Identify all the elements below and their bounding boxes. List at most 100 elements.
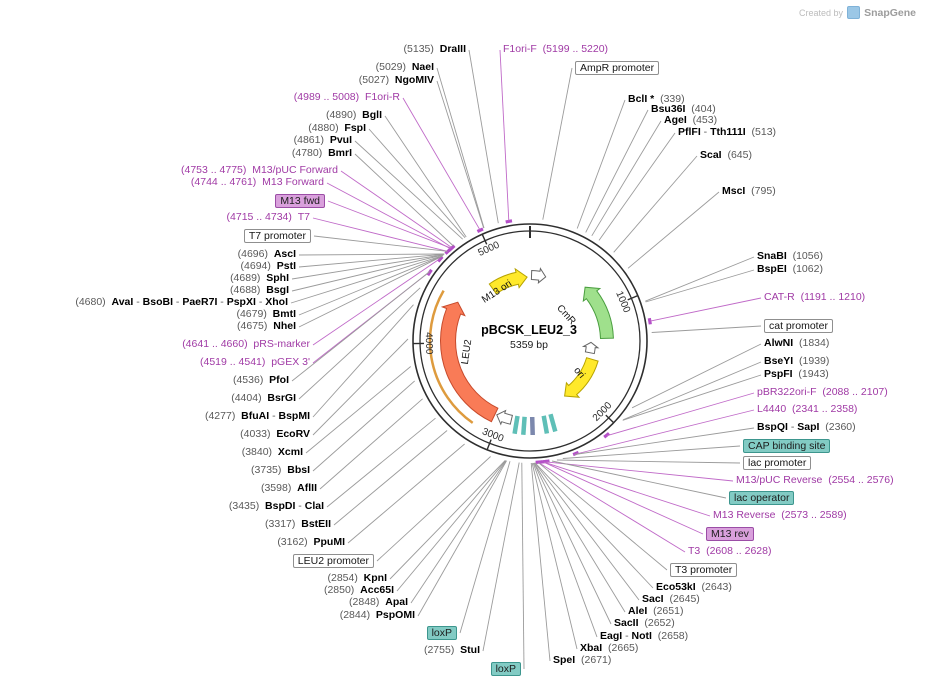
map-label-scai[interactable]: ScaI (645) <box>700 149 752 162</box>
map-label-alei[interactable]: AleI (2651) <box>628 605 683 618</box>
map-label-snabi[interactable]: SnaBI (1056) <box>757 250 823 263</box>
map-label-acc65i[interactable]: (2850) Acc65I <box>324 584 394 597</box>
map-label-cat-r[interactable]: CAT-R (1191 .. 1210) <box>764 291 865 304</box>
feature-arrow-leu2[interactable] <box>440 301 499 423</box>
map-label-apai[interactable]: (2848) ApaI <box>349 596 408 609</box>
map-label-m13-puc-forward[interactable]: (4753 .. 4775) M13/pUC Forward <box>181 164 338 177</box>
feature-arrow-m13-ori[interactable] <box>488 267 528 295</box>
feature-arrow-cat-promoter[interactable] <box>581 341 600 355</box>
map-label-spei[interactable]: SpeI (2671) <box>553 654 611 667</box>
site-mark-loxp-site-1[interactable] <box>521 416 527 435</box>
map-label-saci[interactable]: SacI (2645) <box>642 593 700 606</box>
map-label-bsu36i[interactable]: Bsu36I (404) <box>651 103 716 116</box>
map-label-fspi[interactable]: (4880) FspI <box>308 122 366 135</box>
map-label-f1ori-f[interactable]: F1ori-F (5199 .. 5220) <box>503 43 608 56</box>
map-label-pspfi[interactable]: PspFI (1943) <box>764 368 829 381</box>
map-label-bmti[interactable]: (4679) BmtI <box>236 308 296 321</box>
map-label-bspqi-sapi[interactable]: BspQI - SapI (2360) <box>757 421 856 434</box>
map-label-pvui[interactable]: (4861) PvuI <box>294 134 352 147</box>
map-label-l4440[interactable]: L4440 (2341 .. 2358) <box>757 403 857 416</box>
primer-mark-pbr322ori-f[interactable] <box>603 432 611 439</box>
map-label-avai-bsobi-paer7i-pspxi-xhoi[interactable]: (4680) AvaI - BsoBI - PaeR7I - PspXI - X… <box>75 296 288 309</box>
map-label-ecorv[interactable]: (4033) EcoRV <box>240 428 310 441</box>
map-label-psti[interactable]: (4694) PstI <box>241 260 296 273</box>
map-label-m13-reverse[interactable]: M13 Reverse (2573 .. 2589) <box>713 509 847 522</box>
map-label-cat-promoter[interactable]: cat promoter <box>764 319 833 333</box>
map-label-m13-rev[interactable]: M13 rev <box>706 527 754 541</box>
map-label-draiii[interactable]: (5135) DraIII <box>404 43 466 56</box>
primer-mark-cat-r[interactable] <box>647 317 652 325</box>
map-label-bbsi[interactable]: (3735) BbsI <box>251 464 310 477</box>
map-label-loxp[interactable]: loxP <box>426 626 457 640</box>
map-label-lac-promoter[interactable]: lac promoter <box>743 456 812 470</box>
map-label-prs-marker[interactable]: (4641 .. 4660) pRS-marker <box>182 338 310 351</box>
site-mark-lac-operator[interactable] <box>541 415 550 434</box>
map-label-alwni[interactable]: AlwNI (1834) <box>764 337 829 350</box>
feature-arrow-cmr[interactable] <box>582 286 614 340</box>
map-label-xcmi[interactable]: (3840) XcmI <box>242 446 303 459</box>
primer-mark-f1ori-r[interactable] <box>476 227 484 233</box>
label-pos: (4519 .. 4541) <box>200 356 272 368</box>
map-label-asci[interactable]: (4696) AscI <box>238 248 296 261</box>
map-label-t7-promoter[interactable]: T7 promoter <box>243 229 311 243</box>
map-label-m13-fwd[interactable]: M13 fwd <box>275 194 325 208</box>
map-label-m13-puc-reverse[interactable]: M13/pUC Reverse (2554 .. 2576) <box>736 474 894 487</box>
feature-arrow-leu2-promoter[interactable] <box>496 409 514 426</box>
feature-label-m13-ori[interactable]: M13 ori <box>480 278 514 306</box>
feature-arrow-ampr-promoter[interactable] <box>530 267 547 284</box>
map-label-bspei[interactable]: BspEI (1062) <box>757 263 823 276</box>
map-label-t7[interactable]: (4715 .. 4734) T7 <box>227 211 310 224</box>
map-label-agei[interactable]: AgeI (453) <box>664 114 717 127</box>
map-label-eagi-noti[interactable]: EagI - NotI (2658) <box>600 630 688 643</box>
map-label-eco53ki[interactable]: Eco53kI (2643) <box>656 581 732 594</box>
feature-arc-leu2-orf[interactable] <box>428 289 474 424</box>
map-label-ampr-promoter[interactable]: AmpR promoter <box>575 61 660 75</box>
site-mark-mcs[interactable] <box>529 416 535 436</box>
map-label-nhei[interactable]: (4675) NheI <box>237 320 296 333</box>
primer-mark-f1ori-f[interactable] <box>505 219 513 224</box>
map-label-pgex-3[interactable]: (4519 .. 4541) pGEX 3' <box>200 356 310 369</box>
map-label-lac-operator[interactable]: lac operator <box>729 491 795 505</box>
site-mark-cap-binding-site[interactable] <box>548 413 558 433</box>
map-label-cap-binding-site[interactable]: CAP binding site <box>743 439 831 453</box>
map-label-t3-promoter[interactable]: T3 promoter <box>670 563 738 577</box>
map-label-kpni[interactable]: (2854) KpnI <box>327 572 387 585</box>
feature-arrow-ori[interactable] <box>564 357 599 398</box>
map-label-pfoi[interactable]: (4536) PfoI <box>233 374 289 387</box>
primer-mark-l4440[interactable] <box>572 450 580 457</box>
map-label-xbai[interactable]: XbaI (2665) <box>580 642 638 655</box>
map-label-aflii[interactable]: (3598) AflII <box>261 482 317 495</box>
primer-mark-prs-marker[interactable] <box>436 255 444 263</box>
feature-label-ori[interactable]: ori <box>571 365 587 381</box>
map-label-bcli[interactable]: BclI * (339) <box>628 93 685 106</box>
map-label-bmri[interactable]: (4780) BmrI <box>292 147 352 160</box>
map-label-naei[interactable]: (5029) NaeI <box>376 61 434 74</box>
label-nm: BsgI <box>266 284 289 296</box>
map-label-pflfi-tth111i[interactable]: PflFI - Tth111I (513) <box>678 126 776 139</box>
map-label-pspomi[interactable]: (2844) PspOMI <box>340 609 415 622</box>
map-label-ngomiv[interactable]: (5027) NgoMIV <box>359 74 434 87</box>
map-label-stui[interactable]: (2755) StuI <box>424 644 480 657</box>
primer-mark-pgex-3[interactable] <box>426 268 433 277</box>
map-label-sphi[interactable]: (4689) SphI <box>230 272 289 285</box>
map-label-bseyi[interactable]: BseYI (1939) <box>764 355 829 368</box>
map-label-bsrgi[interactable]: (4404) BsrGI <box>231 392 296 405</box>
map-label-leu2-promoter[interactable]: LEU2 promoter <box>292 554 374 568</box>
map-label-bsteii[interactable]: (3317) BstEII <box>265 518 331 531</box>
primer-mark-t7[interactable] <box>444 248 452 255</box>
map-label-bspdi-clai[interactable]: (3435) BspDI - ClaI <box>229 500 324 513</box>
map-label-loxp[interactable]: loxP <box>490 662 521 676</box>
map-label-pbr322ori-f[interactable]: pBR322ori-F (2088 .. 2107) <box>757 386 888 399</box>
map-label-f1ori-r[interactable]: (4989 .. 5008) F1ori-R <box>294 91 400 104</box>
map-label-bgli[interactable]: (4890) BglI <box>326 109 382 122</box>
map-label-bsgi[interactable]: (4688) BsgI <box>230 284 289 297</box>
map-label-msci[interactable]: MscI (795) <box>722 185 776 198</box>
map-label-ppumi[interactable]: (3162) PpuMI <box>277 536 345 549</box>
feature-label-leu2[interactable]: LEU2 <box>459 338 475 366</box>
map-label-m13-forward[interactable]: (4744 .. 4761) M13 Forward <box>191 176 324 189</box>
map-label-bfuai-bspmi[interactable]: (4277) BfuAI - BspMI <box>205 410 310 423</box>
primer-mark-t3[interactable] <box>535 460 543 464</box>
site-mark-loxp-site-2[interactable] <box>512 415 520 435</box>
map-label-sacii[interactable]: SacII (2652) <box>614 617 675 630</box>
map-label-t3[interactable]: T3 (2608 .. 2628) <box>688 545 771 558</box>
